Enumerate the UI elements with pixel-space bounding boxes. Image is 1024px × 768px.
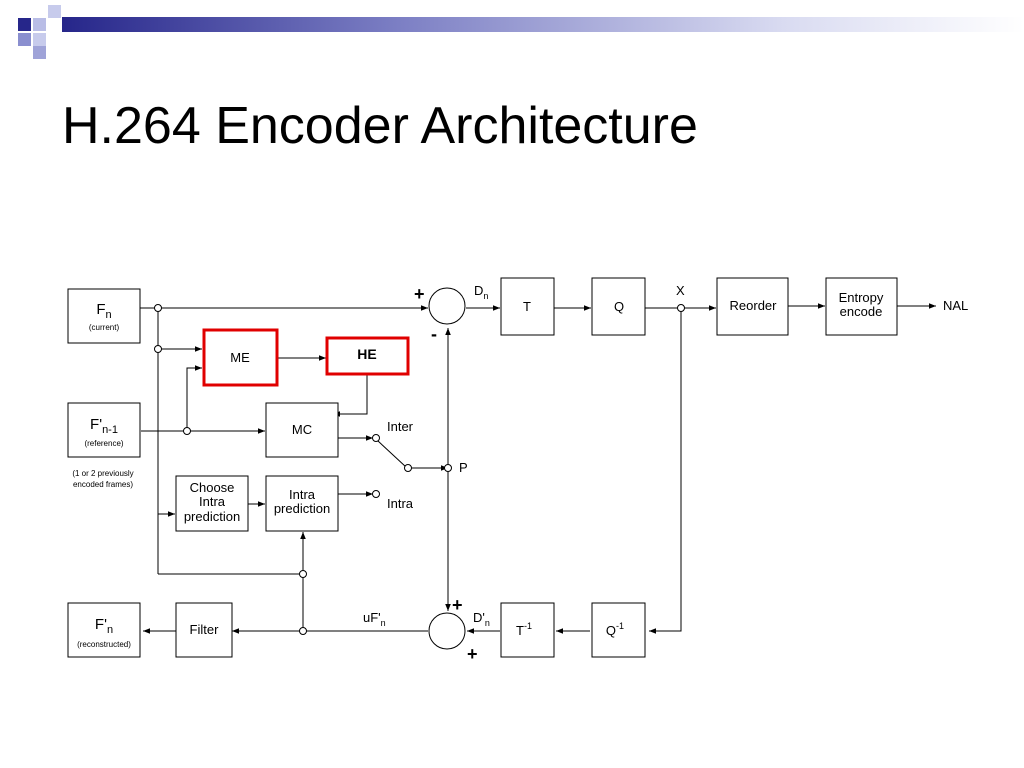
intra-prediction-block (265, 475, 339, 532)
inverse-transform-block (500, 602, 555, 658)
corner-square-mid (33, 46, 46, 59)
reorder-block (716, 277, 789, 336)
nal-label: NAL (943, 298, 968, 313)
plus-sign-bottom-lower: + (467, 644, 478, 664)
corner-square-light (33, 18, 46, 31)
dn-prime-label: D'n (473, 610, 490, 628)
intra-prediction-label-line2: prediction (274, 501, 330, 516)
subtract-summer (428, 287, 466, 325)
quantize-label: Q (614, 299, 624, 314)
he-block (325, 336, 410, 376)
entropy-encode-label-line1: Entropy (839, 290, 884, 305)
current-frame-block (67, 288, 141, 344)
choose-intra-label-line3: prediction (184, 509, 240, 524)
motion-estimation-label: ME (230, 350, 250, 365)
reference-frame-caption-line2: encoded frames) (73, 480, 133, 489)
reference-frame-label: F'n-1 (90, 416, 118, 436)
junction-nodes (154, 304, 685, 635)
entropy-encode-block (825, 277, 898, 336)
slide-title: H.264 Encoder Architecture (62, 97, 698, 155)
motion-estimation-block (202, 328, 279, 387)
choose-intra-label-line1: Choose (190, 480, 235, 495)
filter-block (175, 602, 233, 658)
corner-square-light (33, 33, 46, 46)
current-frame-label: Fn (96, 301, 111, 321)
x-label: X (676, 283, 685, 298)
corner-square-navy (18, 18, 31, 31)
reconstructed-frame-block (67, 602, 141, 658)
inverse-transform-label: T-1 (516, 621, 532, 638)
reconstructed-frame-note: (reconstructed) (77, 640, 131, 649)
motion-compensation-label: MC (292, 422, 312, 437)
p-label: P (459, 460, 468, 475)
current-frame-note: (current) (89, 323, 120, 332)
title-gradient-bar (62, 17, 1024, 32)
reference-frame-block (67, 402, 141, 458)
filter-label: Filter (190, 622, 220, 637)
quantize-block (591, 277, 646, 336)
add-summer (428, 612, 466, 650)
minus-sign-top: - (431, 324, 437, 344)
inverse-quantize-block (591, 602, 646, 658)
plus-sign-bottom-upper: + (452, 595, 463, 615)
inverse-quantize-label: Q-1 (606, 621, 624, 638)
corner-square-mid (18, 33, 31, 46)
reference-frame-note: (reference) (84, 439, 123, 448)
inter-label: Inter (387, 419, 414, 434)
dn-label: Dn (474, 283, 488, 301)
plus-sign-top: + (414, 284, 425, 304)
reconstructed-frame-label: F'n (95, 616, 113, 636)
transform-label: T (523, 299, 531, 314)
reference-frame-caption-line1: (1 or 2 previously (72, 469, 133, 478)
entropy-encode-label-line2: encode (840, 304, 883, 319)
he-label: HE (357, 346, 376, 362)
connection-lines (140, 303, 936, 634)
reorder-label: Reorder (730, 298, 778, 313)
ufn-label: uF'n (363, 610, 386, 628)
choose-intra-block (175, 475, 249, 532)
transform-block (500, 277, 555, 336)
choose-intra-label-line2: Intra (199, 494, 226, 509)
corner-square-light (48, 5, 61, 18)
intra-prediction-label-line1: Intra (289, 487, 316, 502)
motion-compensation-block (265, 402, 339, 458)
intra-label: Intra (387, 496, 414, 511)
